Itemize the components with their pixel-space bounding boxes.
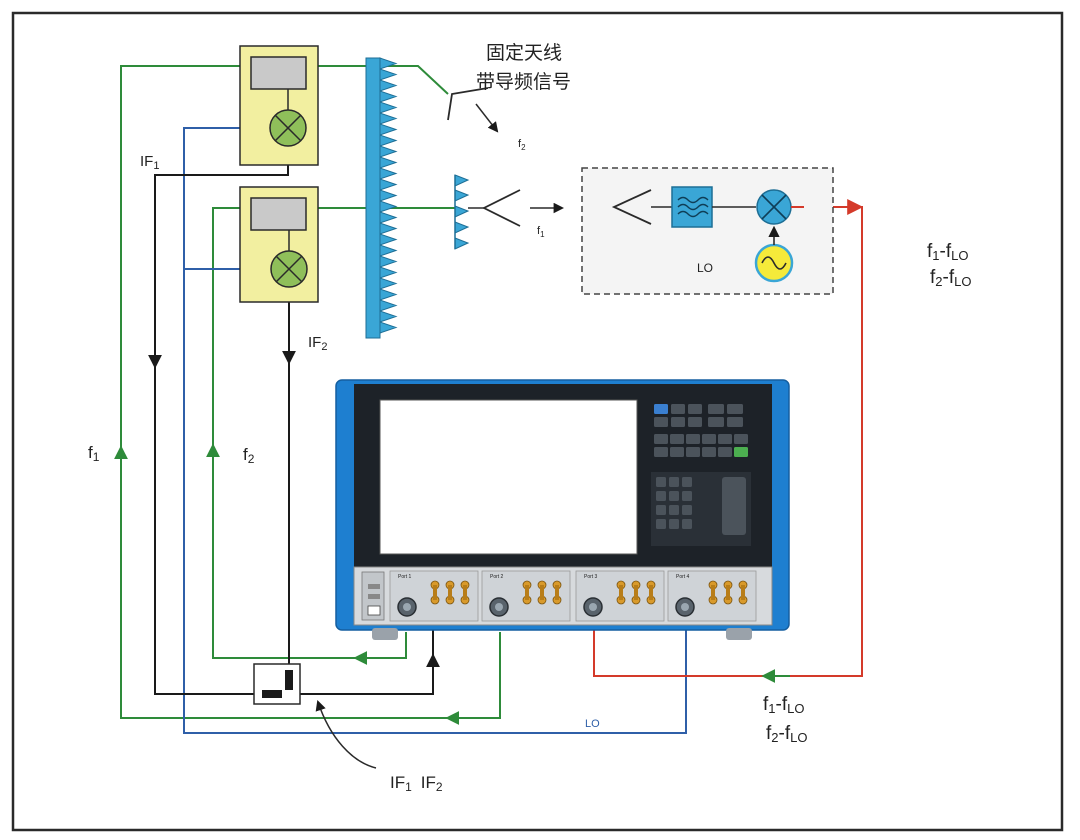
label-f1-left: f1 (88, 443, 100, 464)
label-right-bot-2: f2-fLO (766, 723, 807, 745)
vna-number-key (682, 519, 692, 529)
label-right-top-2: f2-fLO (930, 267, 971, 289)
vna-key (654, 417, 668, 427)
vna-number-key (682, 505, 692, 515)
antenna-title-line2: 带导频信号 (476, 71, 571, 93)
vna-key (734, 434, 748, 444)
vna-key (671, 417, 685, 427)
vna-key (702, 434, 716, 444)
label-right-bot-1: f1-fLO (763, 694, 804, 716)
vna-key (688, 404, 702, 414)
label-if2: IF2 (308, 334, 327, 353)
antenna-title-line1: 固定天线 (486, 42, 562, 64)
vna-key (686, 447, 700, 457)
vna-port-label: Port 1 (398, 574, 412, 580)
wire-fixed-antenna (380, 65, 449, 95)
vna-key (718, 447, 732, 457)
vna-port-3[interactable]: Port 3 (575, 570, 665, 622)
vna-key (718, 434, 732, 444)
vna-instrument: Port 1 Port 2 Port 3 Port 4 (335, 379, 790, 640)
vna-number-key (656, 477, 666, 487)
vna-key (708, 404, 724, 414)
vna-number-key (669, 519, 679, 529)
vna-key (688, 417, 702, 427)
rf-absorber-wall (365, 57, 398, 339)
label-if1-left: IF1 (140, 153, 159, 172)
vna-key (708, 417, 724, 427)
label-f2-small: f2 (518, 138, 526, 152)
vna-port-label: Port 4 (676, 574, 690, 580)
vna-port-4[interactable]: Port 4 (667, 570, 757, 622)
vna-number-key (669, 477, 679, 487)
vna-number-key (656, 491, 666, 501)
vna-number-key (682, 491, 692, 501)
wire-f1-loop (120, 65, 501, 719)
vna-key (671, 404, 685, 414)
vna-port-label: Port 3 (584, 574, 598, 580)
vna-key (670, 434, 684, 444)
vna-port-label: Port 2 (490, 574, 504, 580)
vna-rotary-knob (722, 477, 746, 535)
if-combiner-box (253, 663, 301, 705)
label-lo-box: LO (697, 261, 713, 275)
label-f1-small: f1 (537, 225, 545, 239)
vna-key (654, 447, 668, 457)
vna-key (702, 447, 716, 457)
vna-number-key (669, 505, 679, 515)
vna-keypad (651, 404, 751, 546)
mixer-module-bottom (239, 186, 319, 303)
vna-key (654, 434, 668, 444)
vna-key (654, 404, 668, 414)
vna-screen (379, 399, 638, 555)
vna-key (734, 447, 748, 457)
vna-number-key (656, 505, 666, 515)
vna-number-key (669, 491, 679, 501)
filter-icon (671, 186, 713, 228)
vna-key (686, 434, 700, 444)
vna-number-key (656, 519, 666, 529)
wire-lo (183, 127, 687, 734)
vna-key (727, 404, 743, 414)
mixer-module-top (239, 45, 319, 166)
wire-if-to-vna (300, 610, 434, 695)
probe-antenna-icon (454, 174, 565, 250)
label-lo-bottom: LO (585, 718, 600, 730)
dut-box (581, 167, 834, 295)
vna-port-1[interactable]: Port 1 (389, 570, 479, 622)
if-pointer-curve (315, 700, 377, 769)
vna-port-2[interactable]: Port 2 (481, 570, 571, 622)
fixed-antenna-icon (447, 87, 499, 133)
label-right-top-1: f1-fLO (927, 241, 968, 263)
label-f2-left: f2 (243, 445, 255, 466)
vna-key (727, 417, 743, 427)
vna-key (670, 447, 684, 457)
vna-number-key (682, 477, 692, 487)
